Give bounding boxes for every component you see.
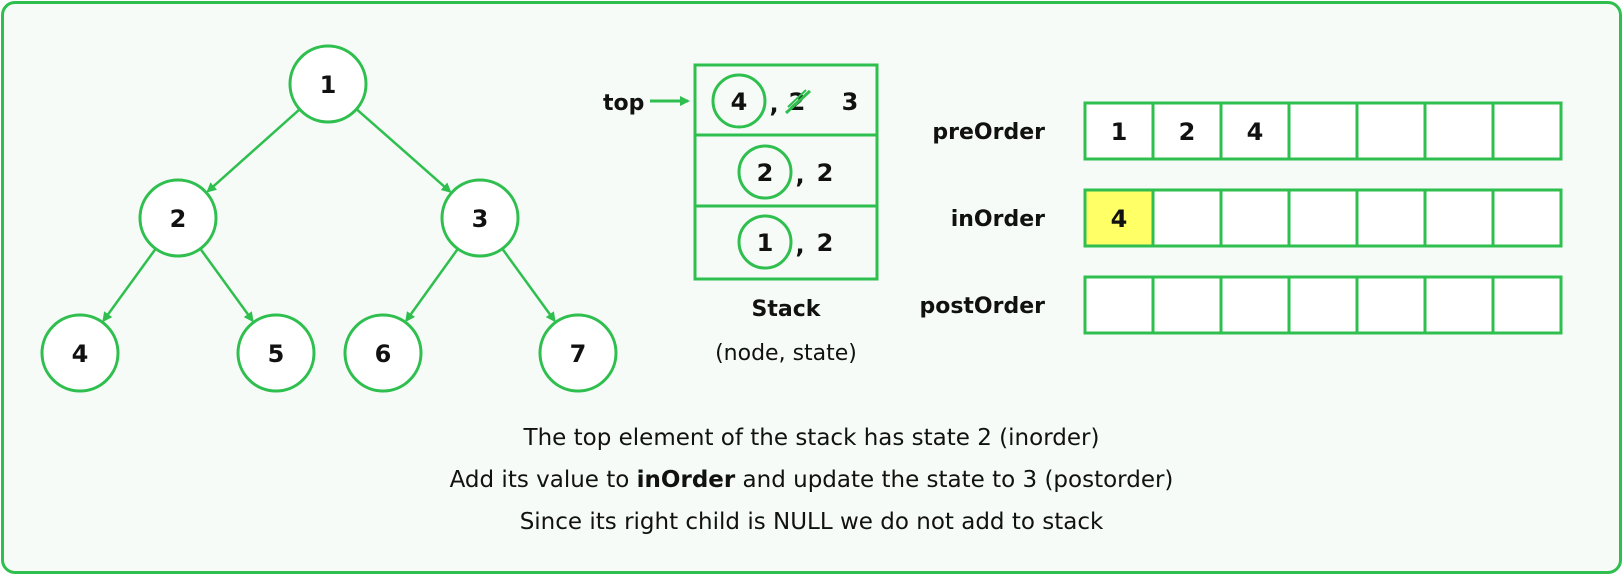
caption-line-3: Since its right child is NULL we do not … xyxy=(519,509,1104,535)
stack-entry-separator: , xyxy=(769,90,778,118)
array-cell xyxy=(1287,275,1359,335)
array-cell-value: 1 xyxy=(1111,118,1128,146)
tree-node-circle xyxy=(40,313,120,393)
tree-node-label: 6 xyxy=(375,340,392,368)
caption-line-2-bold: inOrder xyxy=(636,467,736,493)
stack-node-circle xyxy=(737,144,793,200)
array-cell xyxy=(1423,101,1495,161)
tree-edge-arrow xyxy=(501,248,556,323)
array-cell xyxy=(1219,275,1291,335)
tree-node: 4 xyxy=(40,313,120,393)
array-cell-value: 2 xyxy=(1179,118,1196,146)
array-label: preOrder xyxy=(932,120,1045,145)
array-cell xyxy=(1151,188,1223,248)
stack-title: Stack xyxy=(752,297,822,322)
stack-entry-node: 4 xyxy=(731,88,748,116)
array-cell xyxy=(1219,188,1291,248)
tree-node: 2 xyxy=(138,178,218,258)
tree-node-label: 7 xyxy=(570,340,587,368)
stack-entry-node: 2 xyxy=(757,159,774,187)
array-cell-value: 4 xyxy=(1111,205,1128,233)
tree-node: 5 xyxy=(236,313,316,393)
stack-node-circle xyxy=(711,73,767,129)
array-cell xyxy=(1083,275,1155,335)
tree-node-label: 5 xyxy=(268,340,285,368)
tree-node: 3 xyxy=(440,178,520,258)
array-label: inOrder xyxy=(951,207,1045,232)
array-cell xyxy=(1491,101,1563,161)
array-cell xyxy=(1423,275,1495,335)
stack-top-label: top xyxy=(603,91,644,116)
tree-node-circle xyxy=(236,313,316,393)
tree-node-label: 2 xyxy=(170,205,187,233)
array-cell xyxy=(1491,275,1563,335)
stack-subtitle: (node, state) xyxy=(715,341,857,366)
traversal-arrays: preOrder 1 2 4 inOrder 4 postOrder xyxy=(919,101,1563,335)
caption-line-2-prefix: Add its value to xyxy=(449,467,637,493)
tree-node-circle xyxy=(138,178,218,258)
array-cell xyxy=(1355,101,1427,161)
array-cell xyxy=(1423,188,1495,248)
stack-box xyxy=(693,63,879,281)
tree-edge-arrow xyxy=(405,248,459,323)
array-label: postOrder xyxy=(919,294,1045,319)
array-cell xyxy=(1355,188,1427,248)
array-cell xyxy=(1491,188,1563,248)
caption-line-1: The top element of the stack has state 2… xyxy=(523,425,1100,451)
array-cell xyxy=(1287,188,1359,248)
array-cell xyxy=(1083,101,1155,161)
stack-entry-separator: , xyxy=(795,231,804,259)
tree-edges xyxy=(102,108,556,323)
stack: top 4 , 2 3 2 , 2 1 , 2 Stack (node, sta… xyxy=(603,63,879,366)
tree-nodes: 1 2 3 4 5 6 7 xyxy=(40,44,618,393)
stack-node-circle xyxy=(737,214,793,270)
array-cell xyxy=(1151,275,1223,335)
array-cell xyxy=(1355,275,1427,335)
tree-edge-arrow xyxy=(355,108,452,193)
stack-entry-state: 2 xyxy=(817,229,834,257)
tree-node: 6 xyxy=(343,313,423,393)
tree-edge-arrow xyxy=(206,108,301,193)
tree-node-circle xyxy=(288,44,368,124)
array-cell xyxy=(1083,188,1155,248)
tree-node-circle xyxy=(538,313,618,393)
tree-node-label: 3 xyxy=(472,205,489,233)
tree-node-circle xyxy=(440,178,520,258)
stack-entry-separator: , xyxy=(795,161,804,189)
strike-mark xyxy=(787,89,807,108)
tree-node: 7 xyxy=(538,313,618,393)
array-cell-value: 4 xyxy=(1247,118,1264,146)
tree-node: 1 xyxy=(288,44,368,124)
tree-edge-arrow xyxy=(199,248,254,323)
tree-node-label: 4 xyxy=(72,340,89,368)
tree-node-label: 1 xyxy=(320,71,337,99)
stack-entry-state: 2 xyxy=(817,159,834,187)
strike-mark xyxy=(784,89,812,115)
tree-edge-arrow xyxy=(102,248,157,323)
stack-entry-state-new: 3 xyxy=(842,88,859,116)
tree-node-circle xyxy=(343,313,423,393)
caption-line-2-suffix: and update the state to 3 (postorder) xyxy=(735,467,1174,493)
caption-line-2: Add its value to inOrder and update the … xyxy=(0,467,1623,493)
stack-entry-node: 1 xyxy=(757,229,774,257)
array-cell xyxy=(1287,101,1359,161)
